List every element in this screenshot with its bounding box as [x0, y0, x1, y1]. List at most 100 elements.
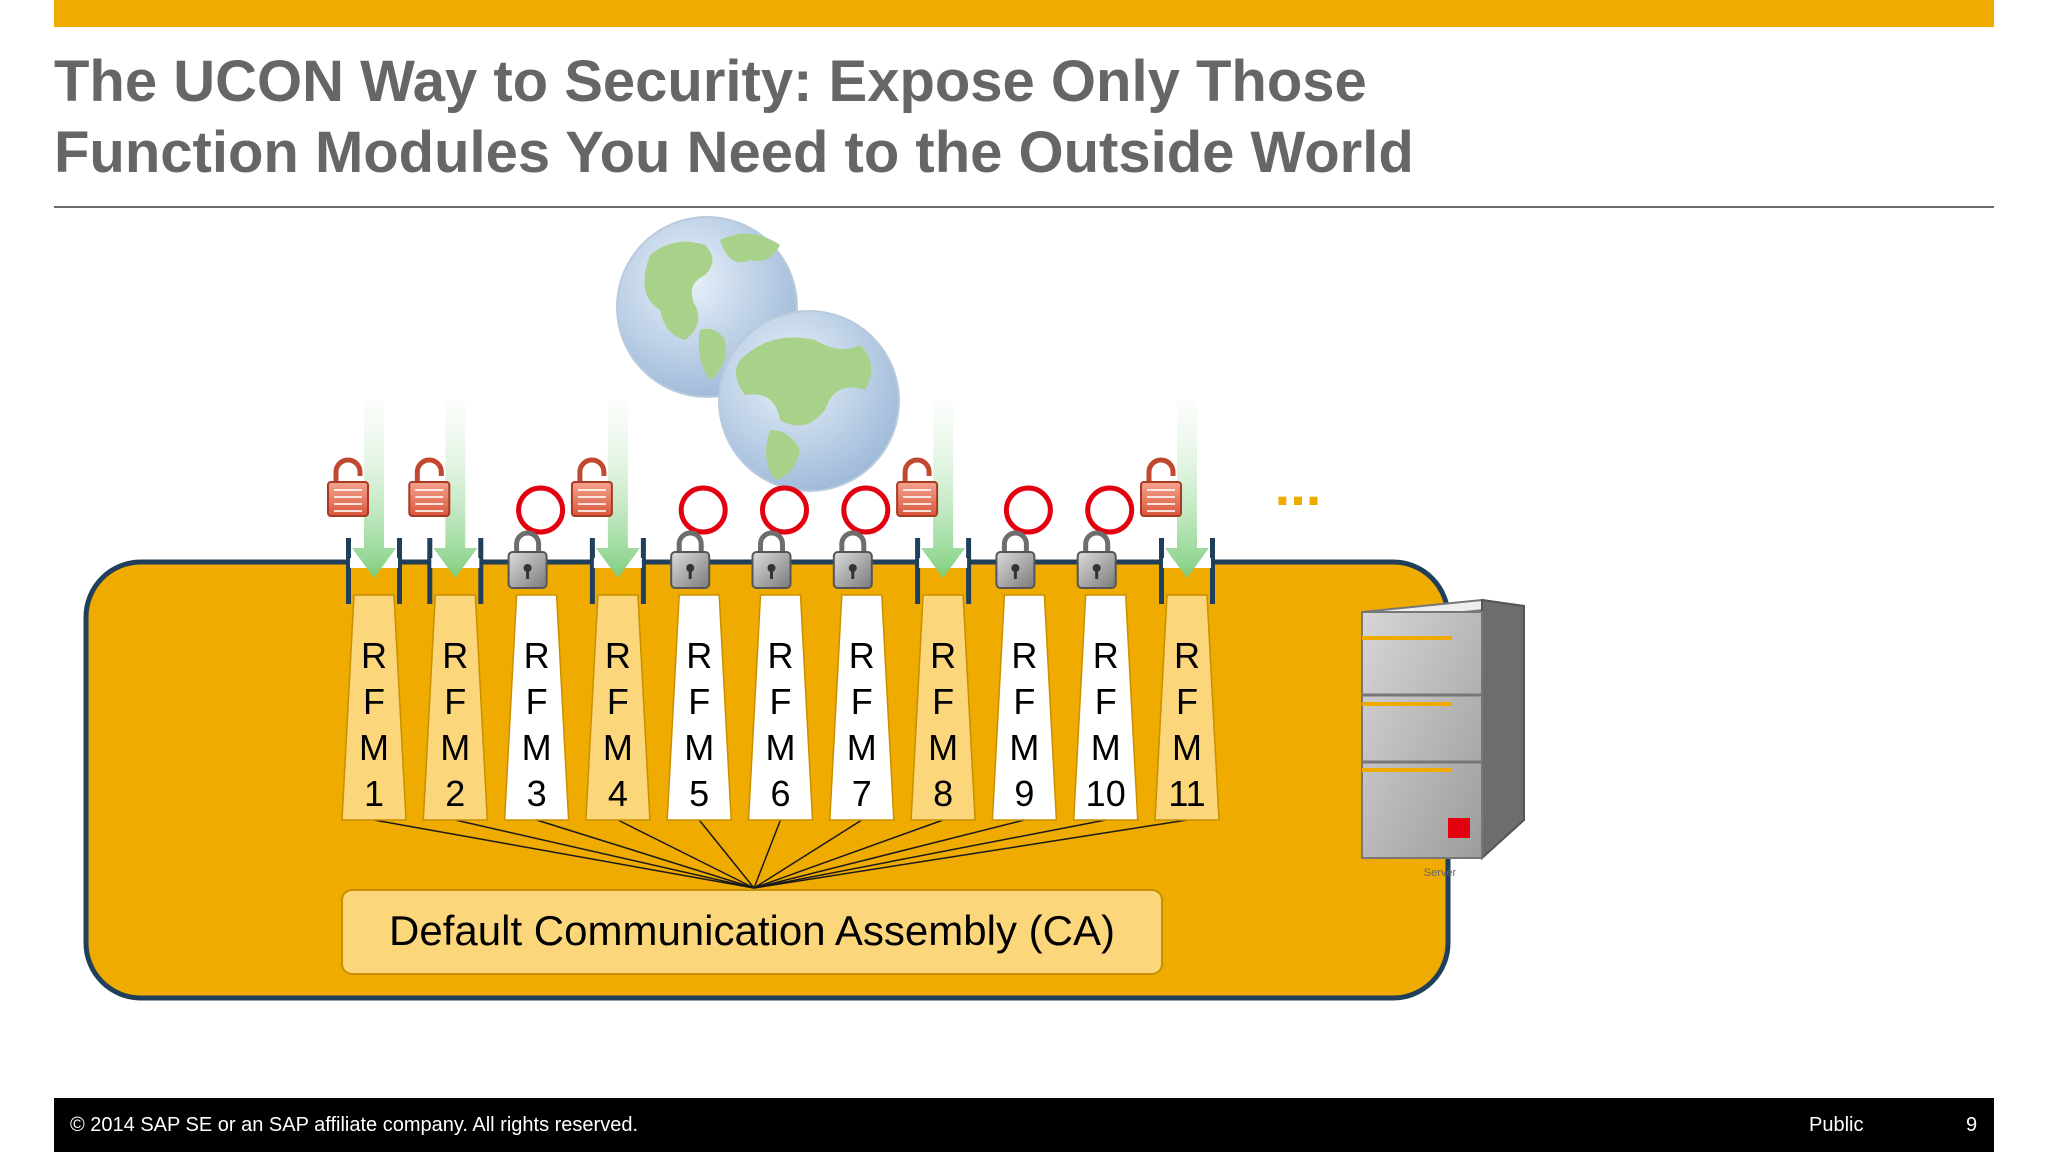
- rfm-2-label-char: 2: [445, 773, 465, 814]
- gate-post: [1159, 538, 1164, 604]
- page-number: 9: [1966, 1114, 1978, 1136]
- rfm-10-shape: [1072, 594, 1139, 821]
- rfm-7-label-char: F: [851, 681, 873, 722]
- rfm-connector-line: [753, 819, 1106, 889]
- slide-title-line-1: The UCON Way to Security: Expose Only Th…: [54, 49, 1367, 114]
- green-arrow-icon: [921, 400, 966, 578]
- unlocked-padlock-icon: [570, 457, 613, 517]
- rfm-connector-line: [373, 819, 755, 889]
- rfm-5-label-char: R: [686, 635, 712, 676]
- ellipsis: ...: [1275, 454, 1322, 517]
- rfm-5-label-char: M: [684, 727, 714, 768]
- default-ca-label: Default Communication Assembly (CA): [389, 907, 1115, 954]
- rfm-2-label-char: R: [442, 635, 468, 676]
- rfm-6-label-char: R: [768, 635, 794, 676]
- rfm-connector-line: [753, 819, 863, 889]
- rfm-9-label-char: 9: [1014, 773, 1034, 814]
- rfm-11-shape: [1154, 594, 1220, 821]
- rfm-7-label-char: M: [847, 727, 877, 768]
- slide-title: The UCON Way to Security: Expose Only Th…: [54, 46, 1754, 188]
- red-circle-icon: [1003, 485, 1053, 535]
- gate-post: [346, 538, 351, 604]
- rfm-3-label-char: R: [524, 635, 550, 676]
- rfm-8-label-char: 8: [933, 773, 953, 814]
- server-label: Server: [1424, 867, 1457, 879]
- rfm-7-shape: [829, 594, 895, 821]
- rfm-connector-line: [753, 819, 1188, 889]
- rfm-connector-line: [617, 819, 755, 889]
- title-divider: [54, 206, 1994, 208]
- rfm-3-label-char: 3: [527, 773, 547, 814]
- rfm-1-shape: [341, 594, 407, 821]
- rfm-5-shape: [666, 594, 732, 821]
- rfm-10-label-char: 10: [1086, 773, 1126, 814]
- locked-padlock-icon: [507, 530, 548, 589]
- rfm-9-shape: [991, 594, 1058, 821]
- rfm-2-label-char: M: [440, 727, 470, 768]
- gate-post: [478, 538, 484, 604]
- rfm-4-label-char: 4: [608, 773, 628, 814]
- rfm-6-label-char: 6: [770, 773, 790, 814]
- rfm-11-label-char: 11: [1168, 773, 1205, 814]
- locked-padlock-icon: [670, 530, 711, 589]
- rfm-4-label-char: M: [603, 727, 633, 768]
- rfm-11-label-char: M: [1172, 727, 1202, 768]
- rfm-connector-line: [753, 819, 1025, 889]
- rfm-4-shape: [585, 594, 651, 821]
- locked-padlock-icon: [832, 530, 873, 589]
- unlocked-padlock-icon: [1140, 457, 1182, 517]
- gate-post: [640, 538, 646, 604]
- rfm-10-label-char: F: [1095, 681, 1117, 722]
- unlocked-padlock-icon: [896, 457, 939, 517]
- slide-title-line-2: Function Modules You Need to the Outside…: [54, 120, 1414, 185]
- rfm-connector-line: [698, 819, 755, 889]
- rfm-9-label-char: F: [1013, 681, 1035, 722]
- rfm-1-label-char: 1: [364, 773, 384, 814]
- rfm-1-label-char: F: [363, 681, 385, 722]
- rfm-connector-line: [455, 819, 755, 889]
- gate-post: [915, 538, 921, 604]
- gate-post: [966, 538, 972, 604]
- green-arrow-icon: [433, 400, 478, 578]
- locked-padlock-icon: [995, 530, 1036, 589]
- green-arrow-icon: [352, 400, 396, 578]
- rfm-10-label-char: R: [1093, 635, 1119, 676]
- rfm-5-label-char: F: [688, 681, 710, 722]
- red-circle-icon: [1085, 485, 1135, 535]
- rfm-9-label-char: M: [1009, 727, 1039, 768]
- unlocked-padlock-icon: [408, 457, 451, 517]
- rfm-1-label-char: R: [361, 635, 387, 676]
- rfm-10-label-char: M: [1091, 727, 1121, 768]
- rfm-4-label-char: F: [607, 681, 629, 722]
- unlocked-padlock-icon: [327, 457, 369, 517]
- footer-bar: © 2014 SAP SE or an SAP affiliate compan…: [54, 1098, 1994, 1152]
- classification-label: Public: [1809, 1114, 1864, 1136]
- rfm-11-label-char: F: [1176, 681, 1198, 722]
- rfm-8-label-char: F: [932, 681, 954, 722]
- ucon-diagram: Default Communication Assembly (CA) RFM1…: [83, 216, 1525, 1001]
- rfm-6-label-char: M: [766, 727, 796, 768]
- rfm-layer: RFM1RFM2RFM3RFM4RFM5RFM6RFM7RFM8RFM9RFM1…: [327, 400, 1220, 889]
- green-arrow-icon: [1165, 400, 1209, 578]
- rfm-5-label-char: 5: [689, 773, 709, 814]
- globe-icon: [718, 310, 900, 492]
- rfm-8-label-char: R: [930, 635, 956, 676]
- red-circle-icon: [760, 485, 809, 535]
- red-circle-icon: [516, 485, 566, 535]
- locked-padlock-icon: [1076, 530, 1117, 589]
- rfm-2-shape: [422, 594, 489, 821]
- gate-post: [1210, 538, 1215, 604]
- rfm-3-label-char: F: [526, 681, 548, 722]
- rfm-1-label-char: M: [359, 727, 389, 768]
- rfm-3-shape: [503, 594, 570, 821]
- gate-post: [397, 538, 402, 604]
- rfm-7-label-char: R: [849, 635, 875, 676]
- rfm-connector-line: [753, 819, 782, 889]
- rfm-6-label-char: F: [770, 681, 792, 722]
- rfm-4-label-char: R: [605, 635, 631, 676]
- locked-padlock-icon: [751, 530, 792, 589]
- gate-post: [427, 538, 433, 604]
- rfm-11-label-char: R: [1174, 635, 1200, 676]
- red-circle-icon: [678, 485, 728, 535]
- rfm-connector-line: [753, 819, 944, 889]
